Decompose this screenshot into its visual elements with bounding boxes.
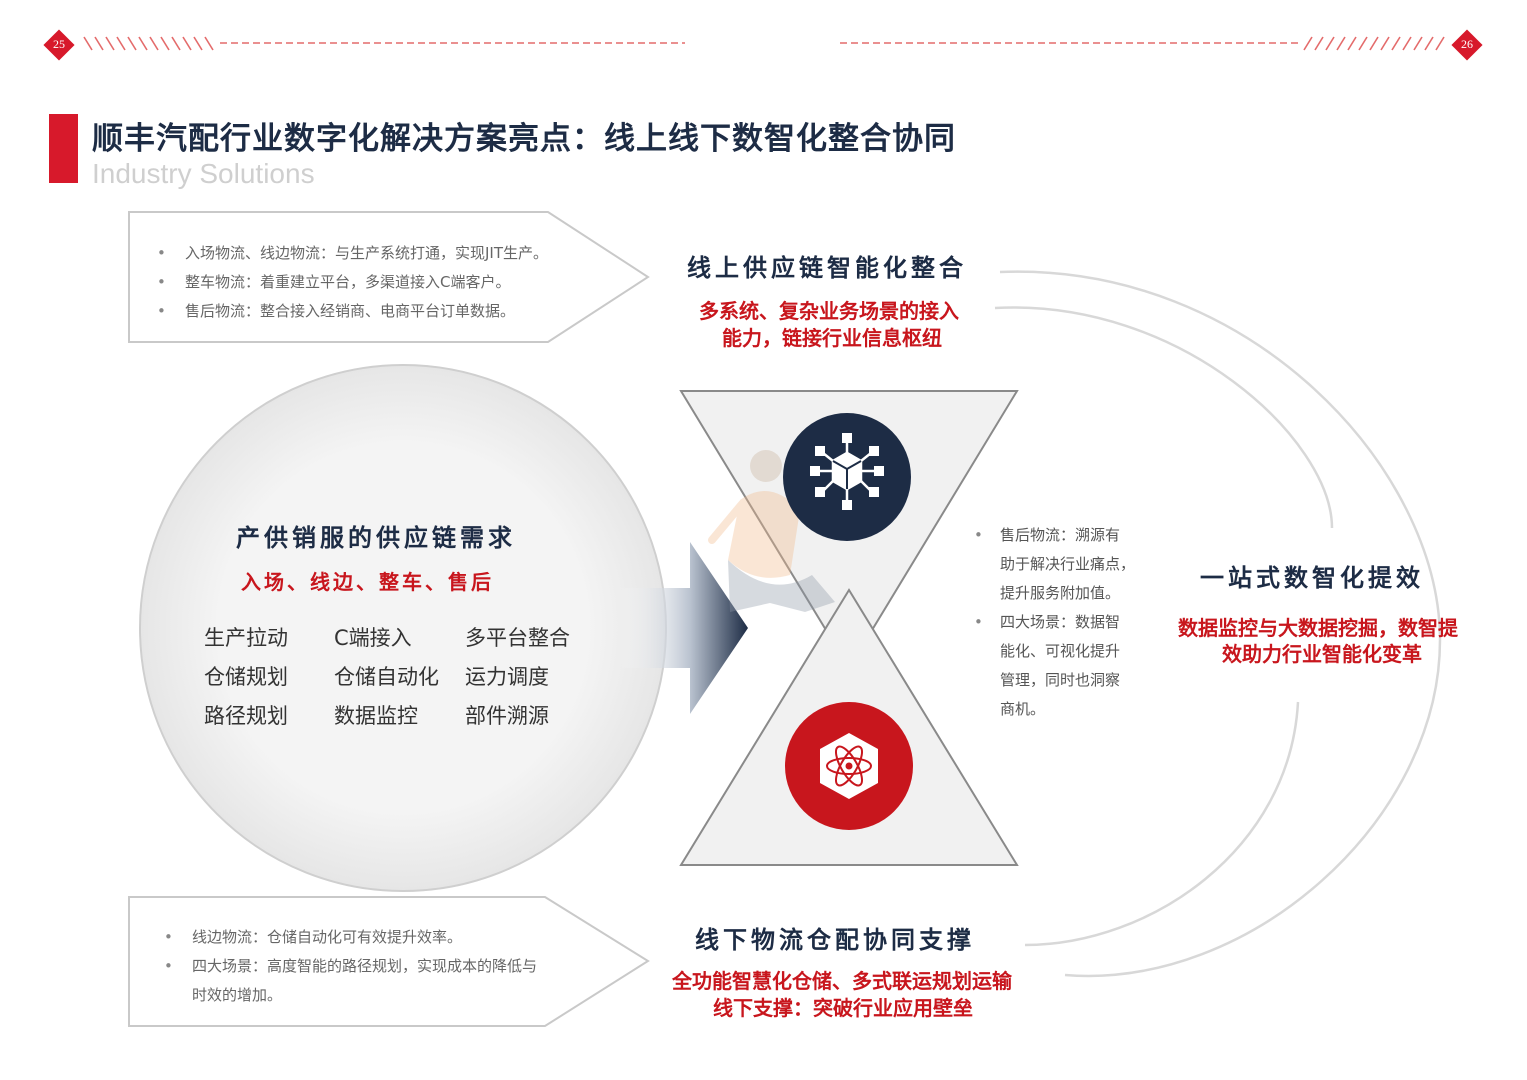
title-accent-bar [49,114,78,183]
grid-item: 仓储自动化 [334,665,439,689]
grid-item: 多平台整合 [465,626,570,650]
online-desc-line2: 能力，链接行业信息枢纽 [722,326,942,350]
list-item: 售后物流：整合接入经销商、电商平台订单数据。 [155,297,548,326]
list-item: 四大场景：高度智能的路径规划，实现成本的降低与 时效的增加。 [162,952,537,1010]
page-subtitle: Industry Solutions [92,158,315,189]
circle-subheading: 入场、线边、整车、售后 [241,570,494,594]
list-item: 四大场景：数据智 能化、可视化提升 管理，同时也洞察 商机。 [974,608,1135,724]
grid-item: 路径规划 [204,704,288,728]
running-figure [708,450,835,612]
page-number-right: 26 [1461,37,1473,51]
grid-item: 运力调度 [465,665,549,689]
grid-item: C端接入 [334,626,412,650]
grid-item: 部件溯源 [465,704,549,728]
offline-heading: 线下物流仓配协同支撑 [695,926,975,954]
online-heading: 线上供应链智能化整合 [687,254,967,282]
right-desc-line2: 效助力行业智能化变革 [1222,642,1422,666]
online-desc-line1: 多系统、复杂业务场景的接入 [699,299,959,323]
right-arc-inner [994,306,1334,529]
grid-item: 数据监控 [334,704,418,728]
right-desc-line1: 数据监控与大数据挖掘，数智提 [1178,616,1458,640]
page-number-left: 25 [53,37,65,51]
grid-item: 仓储规划 [204,665,288,689]
grid-item: 生产拉动 [204,626,288,650]
list-item: 入场物流、线边物流：与生产系统打通，实现JIT生产。 [155,239,548,268]
flow-arrow [620,542,748,714]
list-item: 线边物流：仓储自动化可有效提升效率。 [162,923,537,952]
right-heading: 一站式数智化提效 [1200,564,1424,592]
list-item: 整车物流：着重建立平台，多渠道接入C端客户。 [155,268,548,297]
offline-desc-line2: 线下支撑：突破行业应用壁垒 [713,996,973,1020]
bottom-box-bullets: 线边物流：仓储自动化可有效提升效率。 四大场景：高度智能的路径规划，实现成本的降… [162,923,537,1010]
middle-bullets: 售后物流：溯源有 助于解决行业痛点， 提升服务附加值。 四大场景：数据智 能化、… [974,521,1135,724]
page-title: 顺丰汽配行业数字化解决方案亮点：线上线下数智化整合协同 [92,121,956,157]
list-item: 售后物流：溯源有 助于解决行业痛点， 提升服务附加值。 [974,521,1135,608]
header-decoration [83,36,1445,51]
circle-heading: 产供销服的供应链需求 [236,524,516,552]
right-arc-outer [999,270,1442,978]
offline-desc-line1: 全功能智慧化仓储、多式联运规划运输 [672,969,1012,993]
right-arc-inner-lower [1024,701,1300,947]
top-box-bullets: 入场物流、线边物流：与生产系统打通，实现JIT生产。 整车物流：着重建立平台，多… [155,239,548,326]
